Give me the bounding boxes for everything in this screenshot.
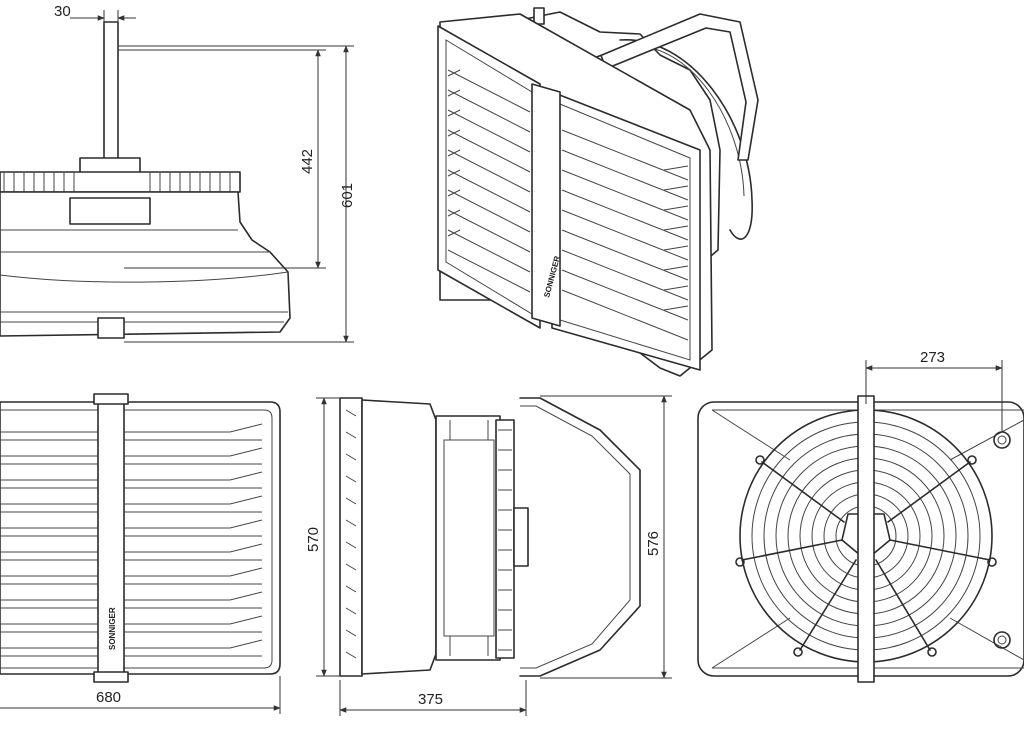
louvres-left [447, 69, 531, 293]
front-louvres [0, 423, 263, 657]
mount-hole-bottom [993, 631, 1011, 649]
dim-side-outer-height: 601 [118, 45, 356, 343]
section-outer-profile [519, 397, 641, 677]
front-housing-outline [0, 401, 281, 675]
inspection-panel [69, 197, 151, 225]
dim-rear-spacing: 273 [865, 349, 1003, 432]
heater-housing-side [0, 191, 291, 337]
rear-vertical-bar [857, 395, 875, 683]
section-fan-guard [495, 419, 515, 659]
section-front-grille [339, 397, 363, 677]
bottom-mount-foot [97, 317, 125, 339]
dim-side-inner-height: 442 [118, 49, 326, 269]
dim-label-601: 601 [339, 183, 356, 208]
isometric-view: SONNIGER [437, 7, 759, 377]
dim-label-273: 273 [920, 349, 945, 366]
dim-label-375: 375 [418, 691, 443, 708]
dim-front-width: 680 [0, 676, 281, 714]
section-motor [513, 507, 529, 567]
dim-section-height: 570 [305, 397, 340, 677]
dim-label-680: 680 [96, 689, 121, 706]
louvres-right [561, 129, 689, 341]
front-frame-left [437, 25, 541, 329]
isometric-mounting-bracket [589, 13, 759, 161]
dim-top-width: 30 [54, 3, 136, 28]
rear-fan-ring [619, 39, 753, 240]
dim-label-30: 30 [54, 3, 71, 20]
dim-section-depth: 375 [339, 680, 527, 716]
front-centre-bar [531, 83, 561, 327]
front-bar-top-cap [93, 393, 129, 405]
fan-guard-strip [0, 171, 241, 193]
section-shroud [435, 415, 501, 661]
front-view: SONNIGER [0, 393, 281, 683]
dim-label-442: 442 [299, 149, 316, 174]
front-brand-label: SONNIGER [108, 607, 117, 650]
front-bar-bottom-cap [93, 671, 129, 683]
dim-label-570: 570 [305, 527, 322, 552]
rear-view [697, 395, 1024, 683]
dim-section-outer-height: 576 [540, 395, 672, 679]
dim-label-576: 576 [645, 531, 662, 556]
side-view [0, 21, 291, 339]
top-connector [533, 7, 545, 25]
section-view [339, 397, 641, 677]
section-heat-exchanger [361, 399, 437, 675]
